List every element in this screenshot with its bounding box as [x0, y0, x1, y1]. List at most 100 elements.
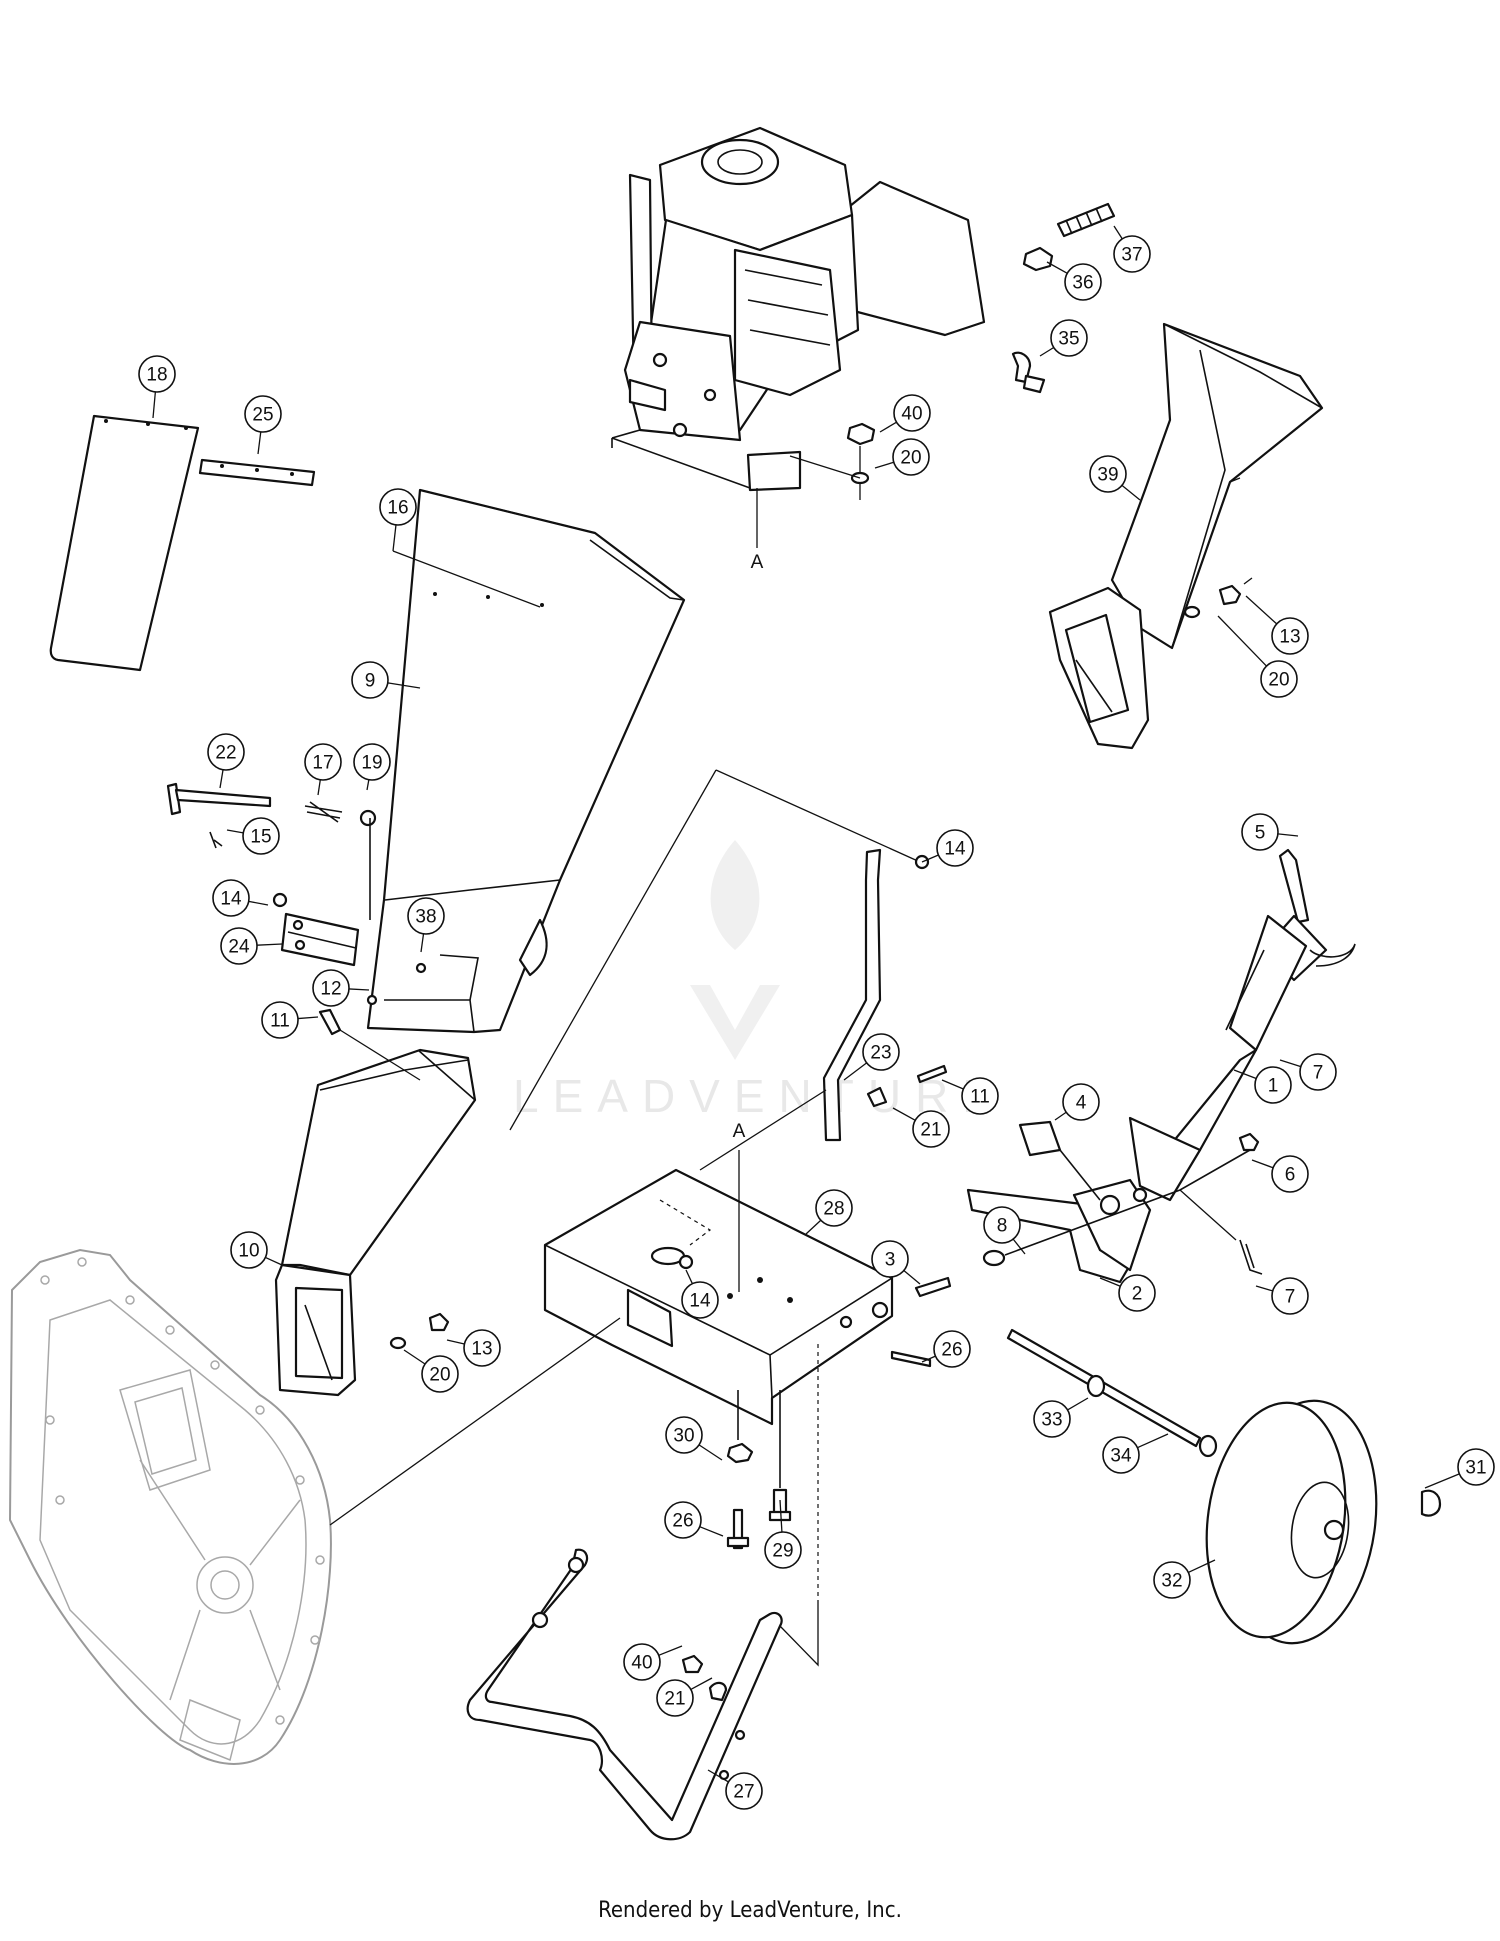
leader-line: [1251, 1159, 1274, 1169]
callout-c7a[interactable]: 7: [1299, 1053, 1337, 1091]
reference-label-a: A: [751, 552, 764, 573]
callout-circle: [1113, 235, 1151, 273]
leader-line: [874, 461, 894, 469]
leader-line: [879, 421, 897, 433]
callout-c1[interactable]: 1: [1254, 1066, 1292, 1104]
callout-c40b[interactable]: 40: [623, 1643, 661, 1681]
leader-line: [1217, 615, 1267, 667]
callout-c20c[interactable]: 20: [1260, 660, 1298, 698]
callout-c39[interactable]: 39: [1089, 455, 1127, 493]
callout-circle: [893, 394, 931, 432]
leader-line: [366, 779, 370, 791]
callout-c5[interactable]: 5: [1241, 813, 1279, 851]
leader-line: [387, 682, 421, 689]
leader-line: [941, 1079, 964, 1090]
callout-c11a[interactable]: 11: [261, 1001, 299, 1039]
callout-c40a[interactable]: 40: [893, 394, 931, 432]
callout-c7b[interactable]: 7: [1271, 1277, 1309, 1315]
callout-c30[interactable]: 30: [665, 1416, 703, 1454]
callout-c25[interactable]: 25: [244, 395, 282, 433]
callout-c14c[interactable]: 14: [681, 1281, 719, 1319]
callout-circle: [933, 1330, 971, 1368]
callout-c18[interactable]: 18: [138, 355, 176, 393]
callout-c35[interactable]: 35: [1050, 319, 1088, 357]
leader-line: [152, 391, 157, 419]
axle-assembly: [890, 1328, 1218, 1458]
ghost-chipper-housing: [8, 1248, 621, 1765]
callout-c6[interactable]: 6: [1271, 1155, 1309, 1193]
leader-line: [685, 1269, 693, 1284]
leader-line: [903, 1270, 921, 1285]
callout-c3[interactable]: 3: [871, 1240, 909, 1278]
callout-number: 19: [361, 753, 382, 774]
part-25-flap-strip: [198, 458, 316, 487]
leader-line: [690, 1677, 713, 1691]
callout-c26b[interactable]: 26: [664, 1501, 702, 1539]
callout-c29[interactable]: 29: [764, 1531, 802, 1569]
callout-circle: [725, 1772, 763, 1810]
callout-circle: [1062, 1083, 1100, 1121]
part-10-lower-chute: [274, 1048, 477, 1397]
callout-c21b[interactable]: 21: [656, 1679, 694, 1717]
callout-c12[interactable]: 12: [312, 969, 350, 1007]
callout-circle: [212, 879, 250, 917]
callout-number: 22: [215, 743, 236, 764]
leader-line: [219, 769, 224, 789]
callout-circle: [230, 1231, 268, 1269]
callout-c2[interactable]: 2: [1118, 1274, 1156, 1312]
callout-c14a[interactable]: 14: [212, 879, 250, 917]
part-39-hopper: [1048, 322, 1324, 750]
callout-c22[interactable]: 22: [207, 733, 245, 771]
callout-c33[interactable]: 33: [1033, 1400, 1071, 1438]
callout-circle: [681, 1281, 719, 1319]
callout-circle: [1064, 263, 1102, 301]
callout-circle: [244, 395, 282, 433]
callout-c14b[interactable]: 14: [936, 829, 974, 867]
callout-circle: [665, 1416, 703, 1454]
callout-number: 26: [672, 1511, 693, 1532]
callout-c28[interactable]: 28: [815, 1189, 853, 1227]
callout-c4[interactable]: 4: [1062, 1083, 1100, 1121]
leader-line: [843, 1062, 868, 1081]
callout-number: 35: [1058, 329, 1079, 350]
callout-circle: [1271, 1277, 1309, 1315]
callout-c9[interactable]: 9: [351, 661, 389, 699]
callout-c32[interactable]: 32: [1153, 1561, 1191, 1599]
callout-number: 36: [1072, 273, 1093, 294]
callout-c36[interactable]: 36: [1064, 263, 1102, 301]
callout-circle: [138, 355, 176, 393]
callout-c21a[interactable]: 21: [912, 1110, 950, 1148]
callout-number: 10: [238, 1241, 259, 1262]
callout-circle: [871, 1240, 909, 1278]
callout-c24[interactable]: 24: [220, 927, 258, 965]
callout-circle: [1260, 660, 1298, 698]
callout-number: 20: [429, 1365, 450, 1386]
callout-c15[interactable]: 15: [242, 817, 280, 855]
callout-number: 31: [1465, 1458, 1486, 1479]
callout-c11b[interactable]: 11: [961, 1077, 999, 1115]
callout-c16[interactable]: 16: [379, 488, 417, 526]
callout-number: 37: [1121, 245, 1142, 266]
callout-c38[interactable]: 38: [407, 897, 445, 935]
callout-c19[interactable]: 19: [353, 743, 391, 781]
callout-c17[interactable]: 17: [304, 743, 342, 781]
leader-line: [1233, 1069, 1257, 1080]
callout-c20a[interactable]: 20: [421, 1355, 459, 1393]
callout-c26a[interactable]: 26: [933, 1330, 971, 1368]
callout-circle: [936, 829, 974, 867]
leader-line: [921, 1355, 936, 1363]
callout-c13a[interactable]: 13: [463, 1329, 501, 1367]
callout-c37[interactable]: 37: [1113, 235, 1151, 273]
leader-line: [257, 431, 262, 455]
callout-circle: [623, 1643, 661, 1681]
callout-c34[interactable]: 34: [1102, 1436, 1140, 1474]
callout-c20b[interactable]: 20: [892, 438, 930, 476]
callout-c13b[interactable]: 13: [1271, 617, 1309, 655]
callout-c23[interactable]: 23: [862, 1033, 900, 1071]
callout-c31[interactable]: 31: [1457, 1448, 1495, 1486]
callout-c10[interactable]: 10: [230, 1231, 268, 1269]
callout-number: 20: [1268, 670, 1289, 691]
callout-c8[interactable]: 8: [983, 1206, 1021, 1244]
callout-c27[interactable]: 27: [725, 1772, 763, 1810]
